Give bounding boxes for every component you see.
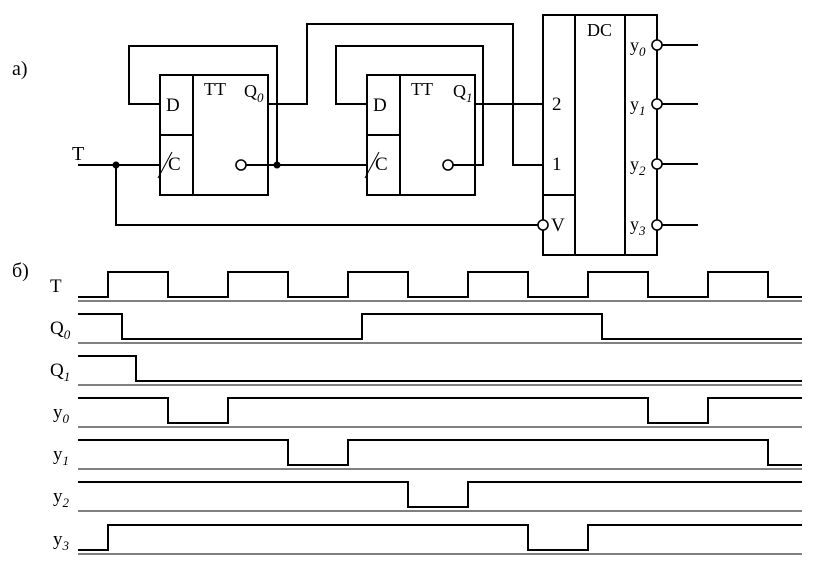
- decoder-type-label: DC: [587, 20, 612, 40]
- decoder-body: [542, 14, 658, 256]
- flipflop-1: D C TT Q1: [364, 74, 476, 196]
- decoder-input-1-label: 1: [552, 154, 562, 175]
- flipflop-0-type-label: TT: [204, 79, 226, 99]
- part-b-label: б): [12, 260, 29, 282]
- decoder-output-0-inverted: [651, 39, 663, 51]
- input-t-label: T: [72, 143, 84, 165]
- decoder-output-2-inverted: [651, 158, 663, 170]
- flipflop-1-c-label: C: [375, 154, 388, 175]
- decoder-output-1-label: y1: [630, 94, 646, 118]
- timing-label-y1: y1: [53, 444, 69, 468]
- decoder-output-3-label: y3: [630, 214, 646, 238]
- timing-waveform-t: [78, 271, 802, 298]
- timing-waveform-y1: [78, 439, 802, 466]
- flipflop-1-d-label: D: [373, 95, 387, 116]
- timing-label-q0: Q0: [50, 318, 71, 342]
- decoder-output-0-label: y0: [630, 35, 646, 59]
- flipflop-1-type-label: TT: [411, 79, 433, 99]
- part-a-label: а): [12, 58, 28, 80]
- decoder: DC 2 1 V y0 y1 y2 y3: [537, 14, 698, 256]
- timing-waveform-q1: [78, 355, 802, 382]
- flipflop-0-clock-slash: [157, 151, 173, 179]
- circuit-wires: [78, 23, 543, 226]
- flipflop-0-q-label: Q0: [244, 81, 264, 105]
- flipflop-0-d-label: D: [166, 95, 180, 116]
- decoder-output-1-inverted: [651, 98, 663, 110]
- circuit-schematic: T D C TT Q0 D C TT Q1: [72, 14, 698, 256]
- timing-label-y3: y3: [53, 529, 70, 553]
- flipflop-1-q-label: Q1: [453, 81, 473, 105]
- decoder-enable-inverted: [537, 219, 549, 231]
- timing-label-t: T: [50, 276, 62, 297]
- timing-waveform-y2: [78, 481, 802, 508]
- timing-waveform-y3: [78, 524, 802, 551]
- decoder-output-3-inverted: [651, 219, 663, 231]
- flipflop-0-c-label: C: [168, 154, 181, 175]
- timing-label-y0: y0: [53, 402, 70, 426]
- timing-waveform-y0: [78, 397, 802, 424]
- flipflop-0-inverted-output: [235, 159, 247, 171]
- timing-label-q1: Q1: [50, 360, 70, 384]
- decoder-enable-label: V: [551, 215, 565, 236]
- timing-label-y2: y2: [53, 486, 70, 510]
- flipflop-0: D C TT Q0: [157, 74, 269, 196]
- flipflop-1-inverted-output: [442, 159, 454, 171]
- flipflop-1-clock-slash: [364, 151, 380, 179]
- decoder-input-2-label: 2: [552, 94, 562, 115]
- decoder-output-2-label: y2: [630, 154, 646, 178]
- timing-diagram: T Q0 Q1 y0 y1 y2 y3: [50, 271, 802, 555]
- timing-waveform-q0: [78, 313, 802, 340]
